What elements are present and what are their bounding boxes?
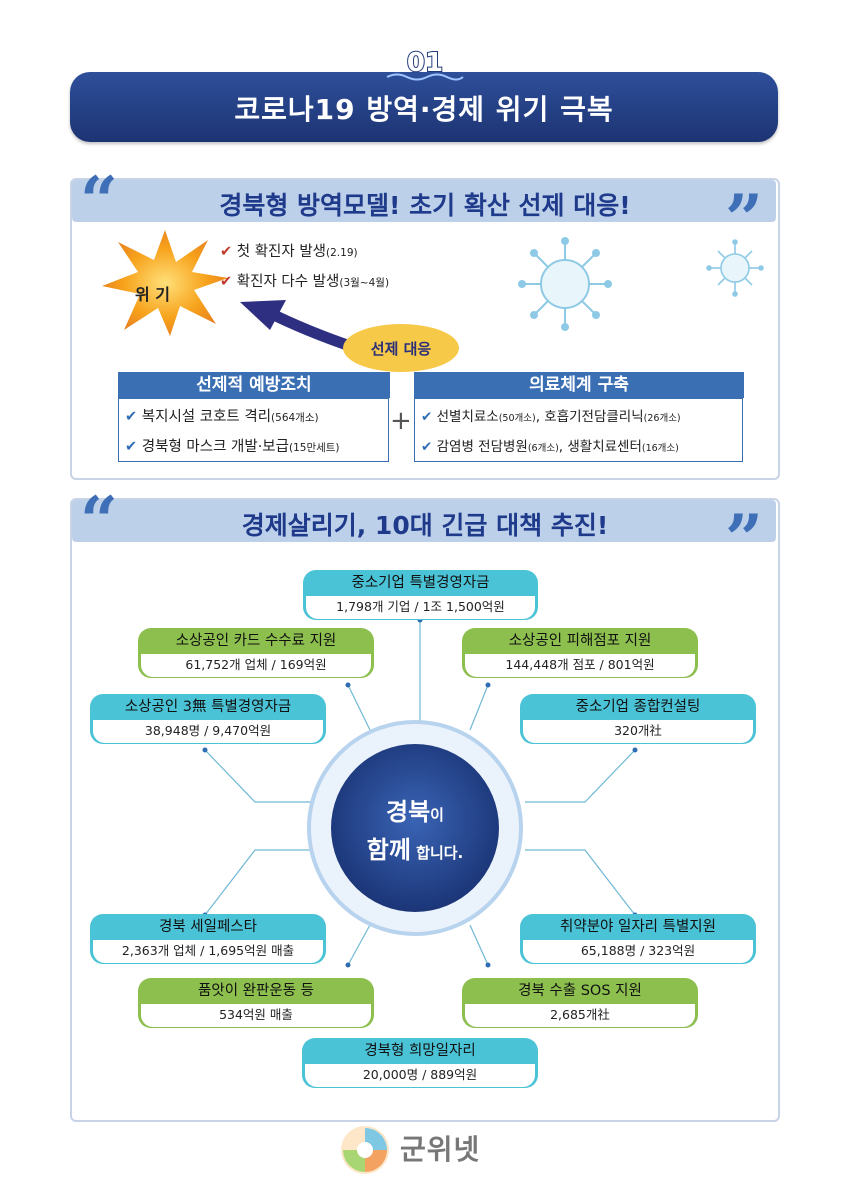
measure-sub: 144,448개 점포 / 801억원 [465, 654, 695, 677]
measure-title: 소상공인 피해점포 지원 [508, 633, 652, 649]
measure-title: 경북 세일페스타 [159, 919, 257, 935]
page-title: 코로나19 방역·경제 위기 극복 [234, 93, 614, 126]
measure-sub: 61,752개 업체 / 169억원 [141, 654, 371, 677]
center-word-2: 함께 [366, 836, 411, 864]
wave-decoration [386, 73, 464, 81]
check-icon: ✔ [220, 274, 233, 290]
measure-item: 소상공인 카드 수수료 지원 61,752개 업체 / 169억원 [138, 628, 374, 678]
event-1: ✔ 첫 확진자 발생(2.19) [220, 240, 358, 261]
measure-item: 소상공인 3無 특별경영자금 38,948명 / 9,470억원 [90, 694, 326, 744]
measure-item: 중소기업 종합컨설팅 320개社 [520, 694, 756, 744]
medical-list: ✔ 선별치료소(50개소), 호흡기전담클리닉(26개소) ✔ 감염병 전담병원… [414, 398, 743, 462]
center-line-2: 함께 합니다. [330, 830, 500, 865]
medical-item-2-note1: (6개소) [527, 443, 559, 454]
measure-sub: 2,363개 업체 / 1,695억원 매출 [93, 940, 323, 963]
measure-title: 중소기업 종합컨설팅 [575, 699, 701, 715]
measure-sub: 534억원 매출 [141, 1004, 371, 1027]
virus-icon-large [518, 237, 612, 331]
center-particle-2: 합니다. [410, 844, 464, 862]
title-banner [70, 72, 778, 142]
measure-title: 소상공인 3無 특별경영자금 [124, 699, 292, 715]
measure-item: 품앗이 완판운동 등 534억원 매출 [138, 978, 374, 1028]
check-icon: ✔ [421, 409, 433, 425]
connector-lines [202, 617, 638, 968]
check-icon: ✔ [220, 244, 233, 260]
event-2-note: (3월~4월) [339, 277, 390, 289]
response-label: 선제 대응 [370, 340, 432, 358]
preventive-item-2: ✔ 경북형 마스크 개발·보급(15만세트) [125, 435, 340, 456]
logo-text: 군위넷 [400, 1133, 481, 1166]
medical-item-1: ✔ 선별치료소(50개소), 호흡기전담클리닉(26개소) [421, 405, 681, 425]
event-1-text: 첫 확진자 발생 [236, 244, 327, 260]
open-quote-icon: “ [80, 162, 118, 240]
center-word-1: 경북 [386, 798, 431, 826]
measure-title: 품앗이 완판운동 등 [198, 983, 314, 999]
measure-title: 중소기업 특별경영자금 [351, 575, 490, 591]
measure-sub: 320개社 [523, 720, 753, 743]
section-quarantine-header [72, 180, 776, 222]
measure-item: 경북형 희망일자리 20,000명 / 889억원 [302, 1038, 538, 1088]
medical-item-2-text1: 감염병 전담병원 [436, 439, 528, 455]
preventive-item-2-note: (15만세트) [289, 442, 340, 454]
measure-title: 경북 수출 SOS 지원 [518, 983, 642, 999]
measure-item: 소상공인 피해점포 지원 144,448개 점포 / 801억원 [462, 628, 698, 678]
center-circle [307, 720, 523, 936]
measure-item: 취약분야 일자리 특별지원 65,188명 / 323억원 [520, 914, 756, 964]
open-quote-icon: “ [80, 482, 118, 560]
event-1-note: (2.19) [326, 247, 358, 259]
preventive-item-2-text: 경북형 마스크 개발·보급 [141, 439, 289, 455]
medical-item-1-note2: (26개소) [643, 413, 681, 424]
measure-item: 경북 수출 SOS 지원 2,685개社 [462, 978, 698, 1028]
medical-title: 의료체계 구축 [414, 372, 744, 398]
logo-icon [341, 1126, 389, 1174]
section-quarantine-title: 경북형 방역모델! 초기 확산 선제 대응! [219, 191, 631, 220]
close-quote-icon: ” [725, 500, 763, 578]
preventive-title: 선제적 예방조치 [118, 372, 390, 398]
preventive-item-1-note: (564개소) [271, 412, 319, 424]
section-economy-header [72, 500, 776, 542]
measure-sub: 2,685개社 [465, 1004, 695, 1027]
check-icon: ✔ [125, 439, 138, 455]
medical-item-2: ✔ 감염병 전담병원(6개소), 생활치료센터(16개소) [421, 435, 679, 455]
measure-title: 취약분야 일자리 특별지원 [560, 919, 716, 935]
check-icon: ✔ [125, 409, 138, 425]
crisis-starburst-icon [102, 230, 228, 336]
response-ellipse [343, 324, 459, 372]
event-2-text: 확진자 다수 발생 [236, 274, 340, 290]
check-icon: ✔ [421, 439, 433, 455]
measure-item: 경북 세일페스타 2,363개 업체 / 1,695억원 매출 [90, 914, 326, 964]
event-2: ✔ 확진자 다수 발생(3월~4월) [220, 270, 389, 291]
medical-item-1-text2: , 호흡기전담클리닉 [535, 409, 644, 425]
medical-item-1-text1: 선별치료소 [436, 409, 499, 425]
medical-item-2-note2: (16개소) [641, 443, 679, 454]
measure-title: 소상공인 카드 수수료 지원 [175, 633, 337, 649]
virus-icon-small [706, 239, 764, 297]
measure-sub: 1,798개 기업 / 1조 1,500억원 [306, 596, 535, 619]
preventive-item-1: ✔ 복지시설 코호트 격리(564개소) [125, 405, 319, 426]
medical-item-1-note1: (50개소) [498, 413, 536, 424]
center-line-1: 경북이 [330, 792, 500, 827]
measure-sub: 20,000명 / 889억원 [305, 1064, 535, 1087]
measure-item: 중소기업 특별경영자금 1,798개 기업 / 1조 1,500억원 [303, 570, 538, 620]
center-particle-1: 이 [430, 806, 444, 824]
section-economy-title: 경제살리기, 10대 긴급 대책 추진! [241, 511, 609, 540]
plus-sign: + [390, 406, 412, 436]
measure-sub: 38,948명 / 9,470억원 [93, 720, 323, 743]
close-quote-icon: ” [725, 180, 763, 258]
measure-title: 경북형 희망일자리 [364, 1043, 476, 1059]
crisis-label: 위 기 [135, 285, 171, 304]
preventive-list: ✔ 복지시설 코호트 격리(564개소) ✔ 경북형 마스크 개발·보급(15만… [118, 398, 389, 462]
medical-item-2-text2: , 생활치료센터 [558, 439, 642, 455]
measure-sub: 65,188명 / 323억원 [523, 940, 753, 963]
preventive-item-1-text: 복지시설 코호트 격리 [141, 409, 272, 425]
